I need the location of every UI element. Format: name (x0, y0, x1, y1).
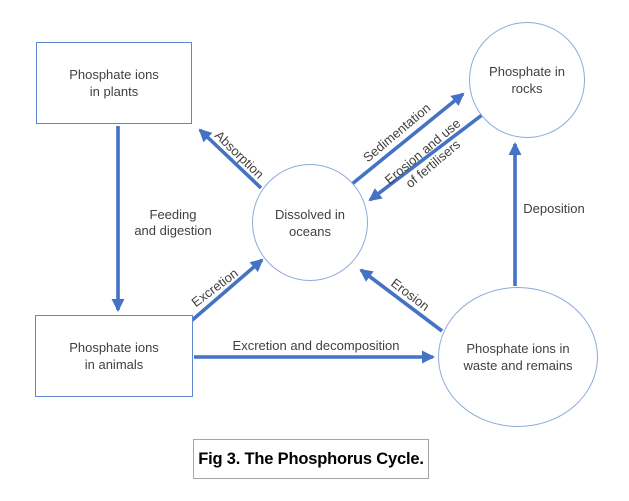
node-label-oceans: Dissolved in oceans (274, 206, 346, 239)
node-phosphate-in-rocks: Phosphate in rocks (469, 22, 585, 138)
erosion-and-use-of-fertilisers-arrow (368, 113, 484, 202)
erosion-arrow (359, 268, 444, 333)
edge-label-feeding-and-digestion: Feeding and digestion (134, 207, 212, 238)
figure-caption-box: Fig 3. The Phosphorus Cycle. (193, 439, 429, 479)
edge-label-deposition: Deposition (523, 201, 585, 216)
edge-label-excretion-and-decomposition: Excretion and decomposition (232, 338, 400, 353)
node-label-plants: Phosphate ions in plants (69, 67, 159, 99)
node-phosphate-ions-in-plants: Phosphate ions in plants (36, 42, 192, 124)
node-phosphate-ions-in-waste-and-remains: Phosphate ions in waste and remains (438, 287, 598, 427)
node-label-rocks: Phosphate in rocks (489, 64, 565, 96)
node-label-waste: Phosphate ions in waste and remains (463, 341, 573, 373)
node-dissolved-in-oceans: Dissolved in oceans (252, 164, 368, 281)
node-label-animals: Phosphate ions in animals (69, 340, 159, 372)
node-phosphate-ions-in-animals: Phosphate ions in animals (35, 315, 193, 397)
figure-caption: Fig 3. The Phosphorus Cycle. (198, 449, 424, 468)
excretion-arrow (188, 258, 264, 324)
sedimentation-arrow (350, 92, 465, 186)
absorption-arrow (198, 128, 263, 190)
